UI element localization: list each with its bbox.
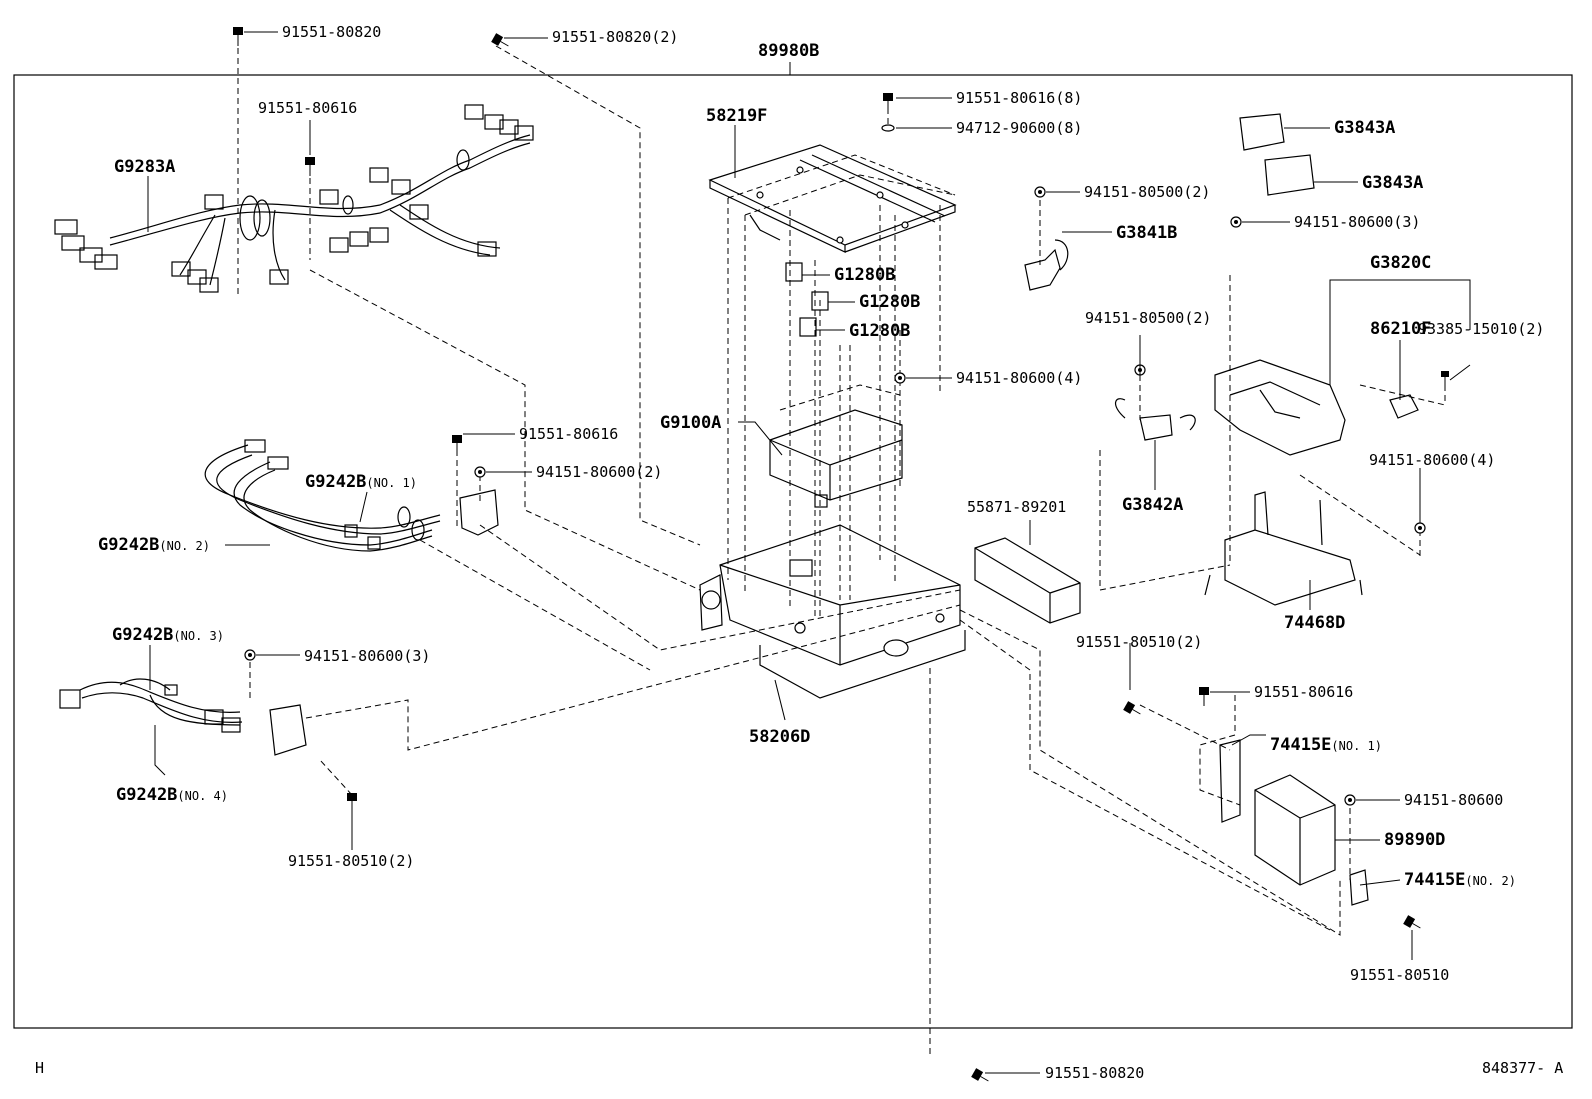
leader-lines [147,31,1471,1074]
sensor-g3841b [1024,239,1069,291]
bolt-icon [305,157,315,176]
bolt-icons [233,27,1449,1082]
assembly-label: 89980B [758,41,819,61]
part-label: 74415E(NO. 2) [1404,870,1516,890]
bolt-icon [1403,915,1421,929]
part-label: 94151-80500(2) [1084,183,1210,201]
part-label: G1280B [849,321,910,341]
nut-icon [1344,794,1356,806]
part-label: 55871-89201 [967,498,1066,516]
nut-icon [244,649,256,661]
part-label: G3820C [1370,253,1431,273]
part-label: 93385-15010(2) [1418,320,1544,338]
part-label: 94712-90600(8) [956,119,1082,137]
part-label: G1280B [859,292,920,312]
part-label: G1280B [834,265,895,285]
bolt-icon [971,1068,989,1082]
nut-icon [1034,186,1046,198]
part-label: 86210F [1370,319,1431,339]
part-label: 58206D [749,727,810,747]
part-label: 89890D [1384,830,1445,850]
part-label: 94151-80600(2) [536,463,662,481]
relay-g3843a [1239,113,1358,196]
part-label: 94151-80500(2) [1085,309,1211,327]
part-label: 91551-80616 [1254,683,1353,701]
part-label: 91551-80820 [282,23,381,41]
assembly-frame [13,74,1573,1029]
part-label: G9100A [660,413,721,433]
bracket-74415e-no2 [1349,869,1369,906]
part-label: 94151-80600(3) [304,647,430,665]
nut-icon [1414,522,1426,534]
part-label: G3842A [1122,495,1183,515]
assembly-dashed-lines [237,45,1446,1055]
bolt-icon [347,793,357,812]
bolt-icon [883,93,893,112]
part-label: 58219F [706,106,767,126]
center-assembly [699,144,966,699]
part-label: 91551-80820(2) [552,28,678,46]
bolt-icon [491,33,509,47]
sensor-g3842a [1115,398,1196,441]
part-label: G3843A [1362,173,1423,193]
part-label: 91551-80616 [519,425,618,443]
fuse-box-g3820c [1214,359,1346,456]
figure-id: 848377- A [1482,1059,1563,1077]
part-label: 91551-80616(8) [956,89,1082,107]
part-label: 91551-80510(2) [1076,633,1202,651]
part-label: 74468D [1284,613,1345,633]
bracket-74468d [1204,491,1363,606]
part-label: G9283A [114,157,175,177]
part-label: G9242B(NO. 4) [116,785,228,805]
corner-mark: H [35,1059,44,1077]
part-label: G9242B(NO. 3) [112,625,224,645]
wire-harness-g9283a [54,104,534,293]
part-label: 74415E(NO. 1) [1270,735,1382,755]
part-label: 91551-80820 [1045,1064,1144,1082]
nut-icon [894,372,906,384]
wire-harness-g9242b-no1-no2 [204,439,499,552]
part-label: G9242B(NO. 1) [305,472,417,492]
part-label: 91551-80616 [258,99,357,117]
part-labels: 91551-80820 91551-80820(2) 91551-80616 G… [98,23,1544,1082]
clip-icon [1441,371,1449,385]
washer-icon [881,124,895,132]
part-label: G3843A [1334,118,1395,138]
bracket-74415e-no1 [1219,739,1241,823]
bolt-icon [233,27,243,46]
part-label: 91551-80510(2) [288,852,414,870]
ecu-89890d [1254,774,1336,886]
part-label: 94151-80600(4) [956,369,1082,387]
bracket-86210f [1389,394,1419,419]
nut-icon [474,466,486,478]
bolt-icon [1123,701,1141,715]
part-label: G3841B [1116,223,1177,243]
part-label: 94151-80600(3) [1294,213,1420,231]
part-label: 94151-80600(4) [1369,451,1495,469]
part-label: 91551-80510 [1350,966,1449,984]
foam-bar [974,537,1081,624]
part-label: 94151-80600 [1404,791,1503,809]
nut-icon [1230,216,1242,228]
bolt-icon [1199,687,1209,706]
bolt-icon [452,435,462,454]
part-label: G9242B(NO. 2) [98,535,210,555]
wire-harness-g9242b-no3-no4 [59,678,307,756]
